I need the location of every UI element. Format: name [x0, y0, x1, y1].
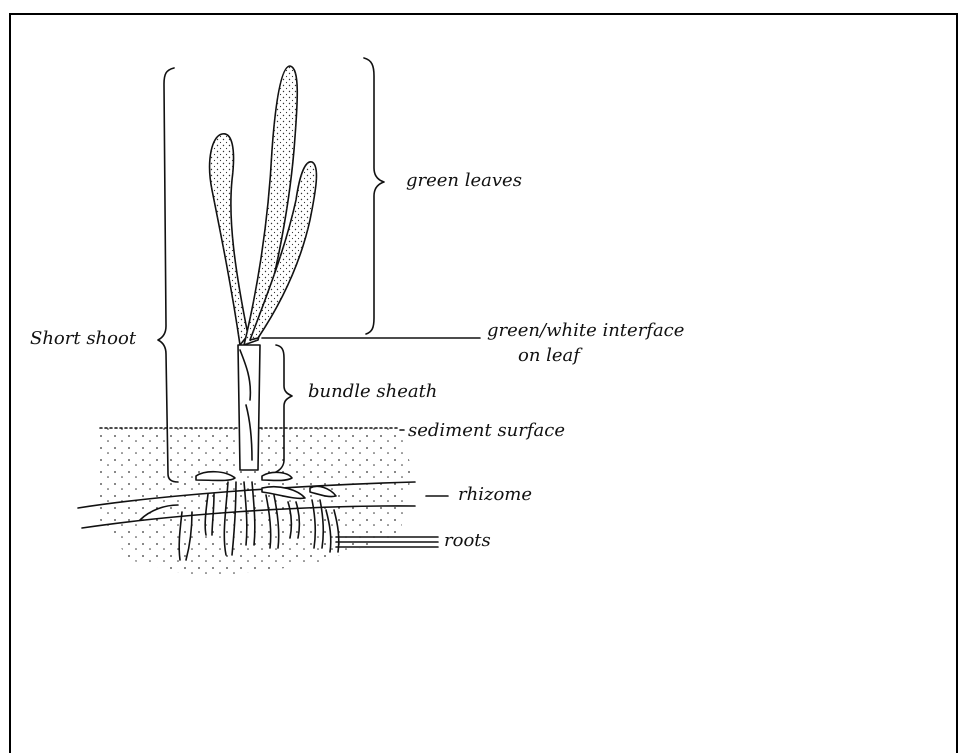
label-green-white-interface-line1: green/white interface [487, 322, 684, 340]
short-shoot-bracket [158, 68, 178, 482]
label-roots: roots [444, 532, 491, 550]
label-green-leaves: green leaves [406, 172, 522, 190]
leaf-sheath [238, 345, 260, 470]
label-green-white-interface-line2: on leaf [518, 347, 580, 365]
label-sediment-surface: sediment surface [408, 422, 565, 440]
green-leaves-bracket [364, 58, 384, 334]
green-leaves [210, 66, 317, 345]
label-bundle-sheath: bundle sheath [308, 383, 437, 401]
label-short-shoot: Short shoot [30, 330, 136, 348]
label-rhizome: rhizome [458, 486, 532, 504]
